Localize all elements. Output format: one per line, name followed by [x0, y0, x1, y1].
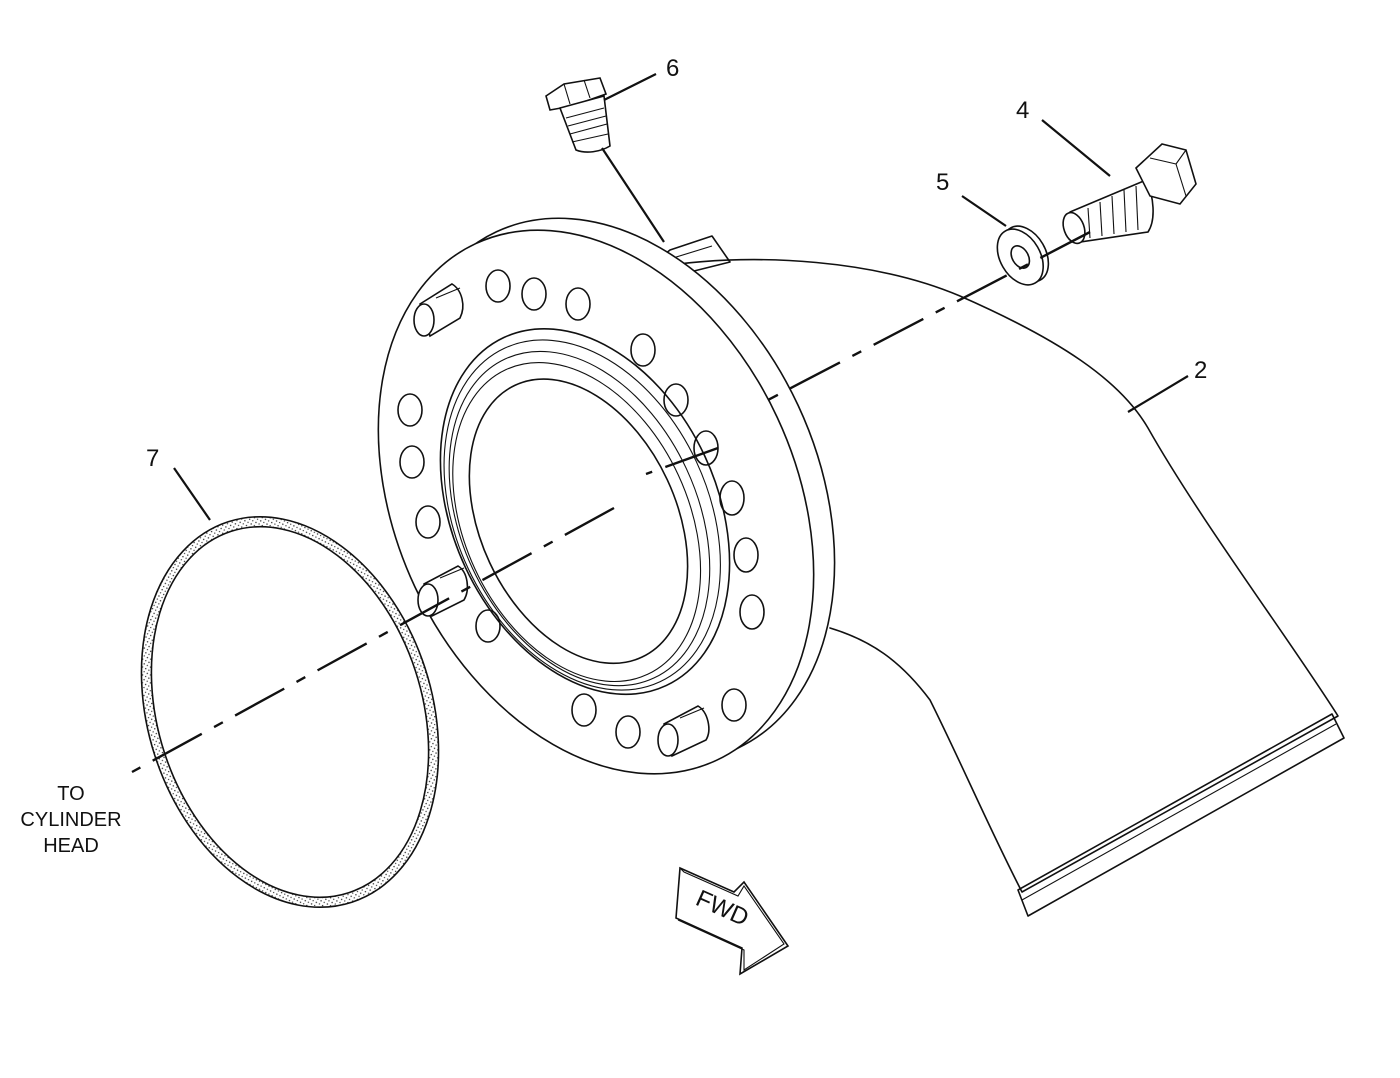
to-cylinder-head-note: TO CYLINDER HEAD — [20, 783, 121, 857]
leader-lines — [173, 73, 1189, 521]
outlet-lip — [1017, 713, 1345, 917]
callout-4: 4 — [1016, 97, 1029, 124]
forward-direction-arrow: FWD — [675, 866, 790, 976]
elbow-body — [649, 258, 1339, 893]
note-line-1: TO — [57, 783, 84, 805]
part-4-bolt — [1062, 143, 1197, 245]
flange-studs — [413, 283, 710, 758]
part-2-elbow — [377, 217, 1345, 917]
callout-7: 7 — [146, 445, 159, 472]
note-line-2: CYLINDER — [20, 809, 121, 831]
part-5-washer — [996, 225, 1050, 286]
callout-5: 5 — [936, 169, 949, 196]
part-6-plug — [545, 77, 611, 153]
note-line-3: HEAD — [43, 835, 99, 857]
part-7-seal-ring — [140, 515, 440, 909]
assembly-centerline — [131, 230, 1091, 774]
callout-2: 2 — [1194, 357, 1207, 384]
callout-6: 6 — [666, 55, 679, 82]
